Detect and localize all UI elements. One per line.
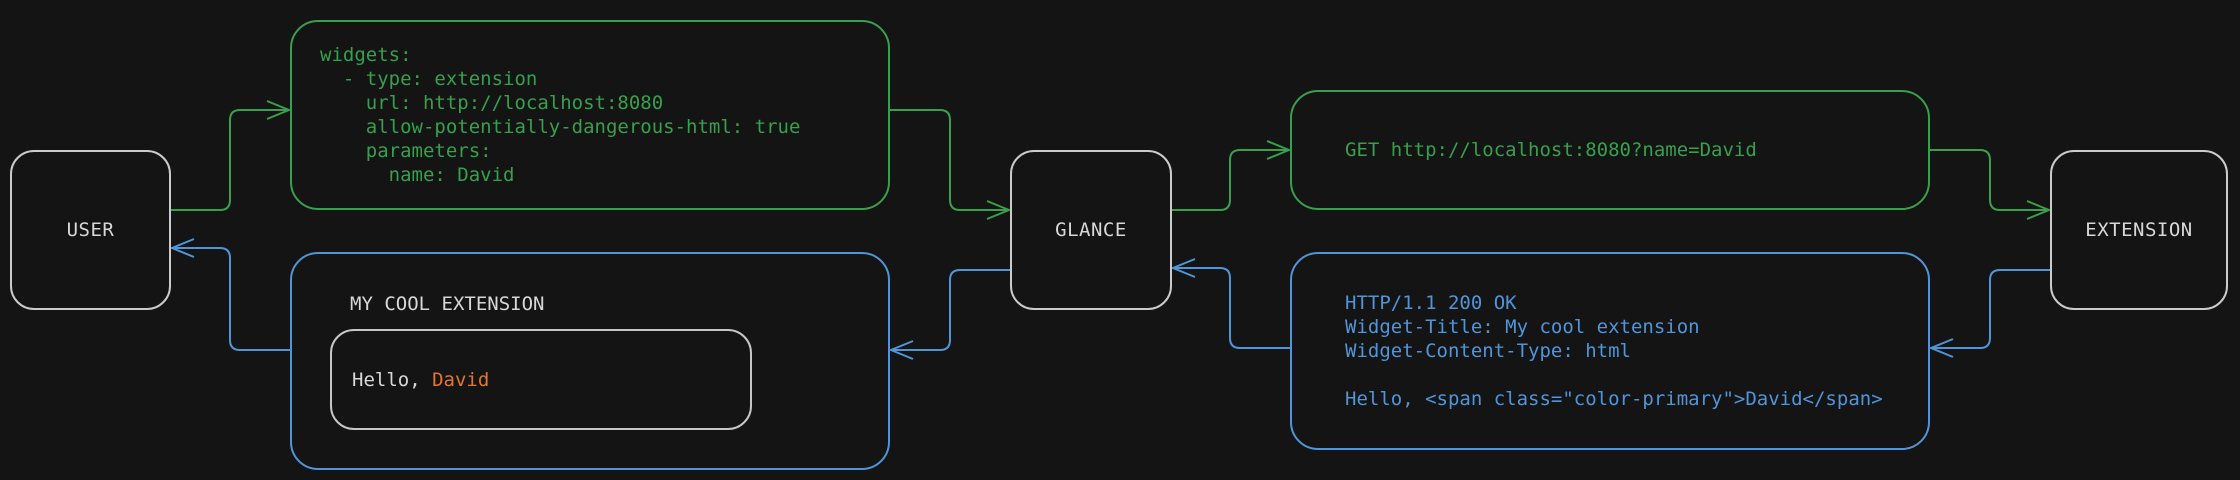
widget-hello-text: Hello,	[352, 368, 433, 391]
widget-content-box: Hello, David	[330, 329, 752, 430]
connector-extension-to-response	[1928, 269, 2050, 358]
node-glance: GLANCE	[1010, 150, 1172, 310]
http-request-box: GET http://localhost:8080?name=David	[1290, 90, 1930, 210]
node-user-label: USER	[66, 219, 115, 241]
widget-title: MY COOL EXTENSION	[350, 293, 545, 315]
http-response-code: HTTP/1.1 200 OK Widget-Title: My cool ex…	[1345, 292, 1883, 410]
rendered-widget-box: MY COOL EXTENSION Hello, David	[290, 252, 890, 470]
http-response-box: HTTP/1.1 200 OK Widget-Title: My cool ex…	[1290, 252, 1930, 450]
yaml-config-code: widgets: - type: extension url: http://l…	[320, 44, 801, 186]
node-extension-label: EXTENSION	[2085, 219, 2193, 241]
node-glance-label: GLANCE	[1055, 219, 1127, 241]
connector-widget-to-user	[169, 238, 290, 351]
connector-glance-to-request	[1172, 140, 1292, 211]
connector-config-to-glance	[890, 109, 1012, 220]
node-extension: EXTENSION	[2050, 150, 2228, 310]
yaml-config-box: widgets: - type: extension url: http://l…	[290, 20, 890, 210]
connector-glance-to-widget	[888, 269, 1010, 360]
http-request-code: GET http://localhost:8080?name=David	[1345, 139, 1757, 161]
connector-user-to-config	[171, 100, 292, 211]
connector-request-to-extension	[1930, 149, 2052, 220]
connector-response-to-glance	[1170, 258, 1290, 349]
node-user: USER	[10, 150, 171, 310]
widget-hello-name: David	[432, 368, 490, 391]
